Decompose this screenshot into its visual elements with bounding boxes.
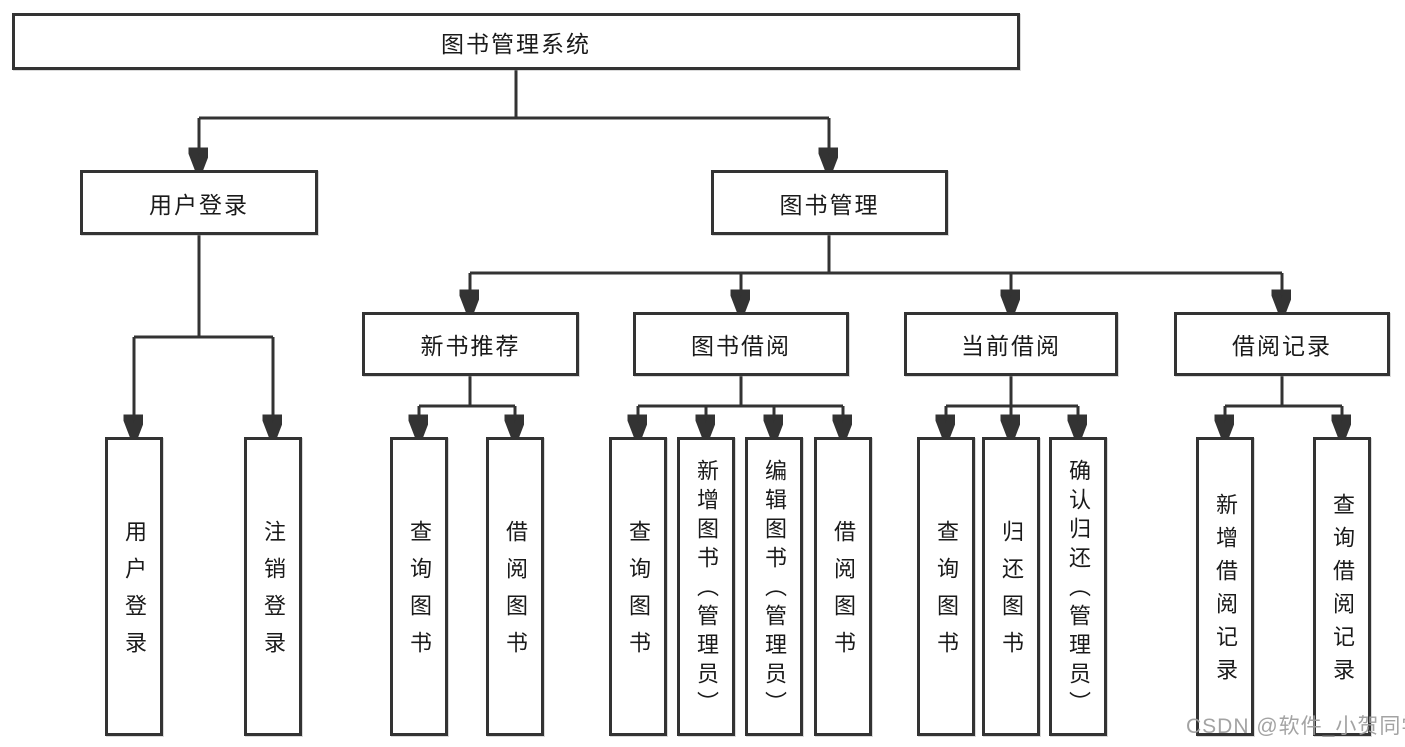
node-current-borrowing: 当前借阅 bbox=[904, 312, 1118, 376]
node-leaf-nb-query-books: 查询图书 bbox=[390, 437, 448, 736]
connector-book-management-children bbox=[470, 235, 1282, 306]
node-leaf-bb-borrow-books: 借阅图书 bbox=[814, 437, 872, 736]
node-leaf-bb-add-books-admin: 新增图书（管理员） bbox=[677, 437, 735, 736]
connector-new-book-children bbox=[419, 376, 515, 431]
node-book-borrowing: 图书借阅 bbox=[633, 312, 849, 376]
node-leaf-br-add-record: 新增借阅记录 bbox=[1196, 437, 1254, 736]
node-leaf-bb-query-books: 查询图书 bbox=[609, 437, 667, 736]
node-leaf-user-login: 用户登录 bbox=[105, 437, 163, 736]
node-book-management: 图书管理 bbox=[711, 170, 948, 235]
connector-borrow-record-children bbox=[1225, 376, 1342, 431]
connector-book-borrow-children bbox=[638, 376, 843, 431]
connector-root-to-level2 bbox=[199, 70, 829, 164]
node-new-book-recommendation: 新书推荐 bbox=[362, 312, 579, 376]
node-leaf-logout: 注销登录 bbox=[244, 437, 302, 736]
node-leaf-cb-return-books: 归还图书 bbox=[982, 437, 1040, 736]
node-leaf-bb-edit-books-admin: 编辑图书（管理员） bbox=[745, 437, 803, 736]
node-user-login: 用户登录 bbox=[80, 170, 318, 235]
node-book-management-system: 图书管理系统 bbox=[12, 13, 1020, 70]
node-leaf-cb-query-books: 查询图书 bbox=[917, 437, 975, 736]
node-borrowing-records: 借阅记录 bbox=[1174, 312, 1390, 376]
node-leaf-cb-confirm-return-admin: 确认归还（管理员） bbox=[1049, 437, 1107, 736]
node-leaf-nb-borrow-books: 借阅图书 bbox=[486, 437, 544, 736]
connector-current-borrow-children bbox=[946, 376, 1078, 431]
node-leaf-br-query-record: 查询借阅记录 bbox=[1313, 437, 1371, 736]
watermark-csdn: CSDN @软件_小贺同学 bbox=[1186, 715, 1405, 738]
connector-user-login-children bbox=[134, 235, 273, 431]
